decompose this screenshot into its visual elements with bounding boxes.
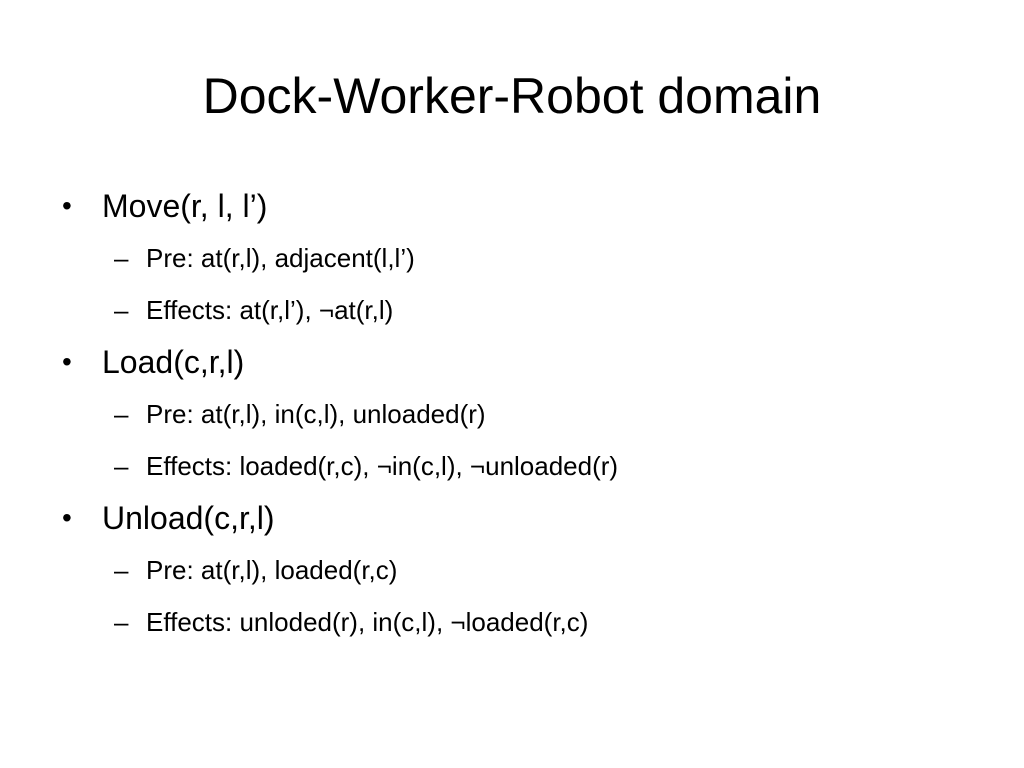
bullet-icon: • <box>62 190 72 221</box>
action-unload: • Unload(c,r,l) <box>62 492 962 544</box>
bullet-icon: • <box>62 502 72 533</box>
effects-text: Effects: loaded(r,c), ¬in(c,l), ¬unloade… <box>146 451 619 481</box>
dash-icon: – <box>114 607 129 637</box>
action-load-preconditions: – Pre: at(r,l), in(c,l), unloaded(r) <box>62 388 962 440</box>
effects-text: Effects: at(r,l’), ¬at(r,l) <box>146 295 394 325</box>
slide-body: • Move(r, l, l’) – Pre: at(r,l), adjacen… <box>62 180 962 648</box>
action-load-effects: – Effects: loaded(r,c), ¬in(c,l), ¬unloa… <box>62 440 962 492</box>
slide-title: Dock-Worker-Robot domain <box>202 68 822 124</box>
preconditions-text: Pre: at(r,l), loaded(r,c) <box>146 555 398 585</box>
action-name: Move(r, l, l’) <box>102 188 268 224</box>
action-name: Load(c,r,l) <box>102 344 245 380</box>
action-move-preconditions: – Pre: at(r,l), adjacent(l,l’) <box>62 232 962 284</box>
action-unload-effects: – Effects: unloded(r), in(c,l), ¬loaded(… <box>62 596 962 648</box>
preconditions-text: Pre: at(r,l), adjacent(l,l’) <box>146 243 415 273</box>
dash-icon: – <box>114 399 129 429</box>
action-move: • Move(r, l, l’) <box>62 180 962 232</box>
effects-text: Effects: unloded(r), in(c,l), ¬loaded(r,… <box>146 607 589 637</box>
dash-icon: – <box>114 555 129 585</box>
action-move-effects: – Effects: at(r,l’), ¬at(r,l) <box>62 284 962 336</box>
action-load: • Load(c,r,l) <box>62 336 962 388</box>
dash-icon: – <box>114 295 129 325</box>
action-name: Unload(c,r,l) <box>102 500 275 536</box>
preconditions-text: Pre: at(r,l), in(c,l), unloaded(r) <box>146 399 486 429</box>
bullet-icon: • <box>62 346 72 377</box>
dash-icon: – <box>114 243 129 273</box>
dash-icon: – <box>114 451 129 481</box>
action-unload-preconditions: – Pre: at(r,l), loaded(r,c) <box>62 544 962 596</box>
